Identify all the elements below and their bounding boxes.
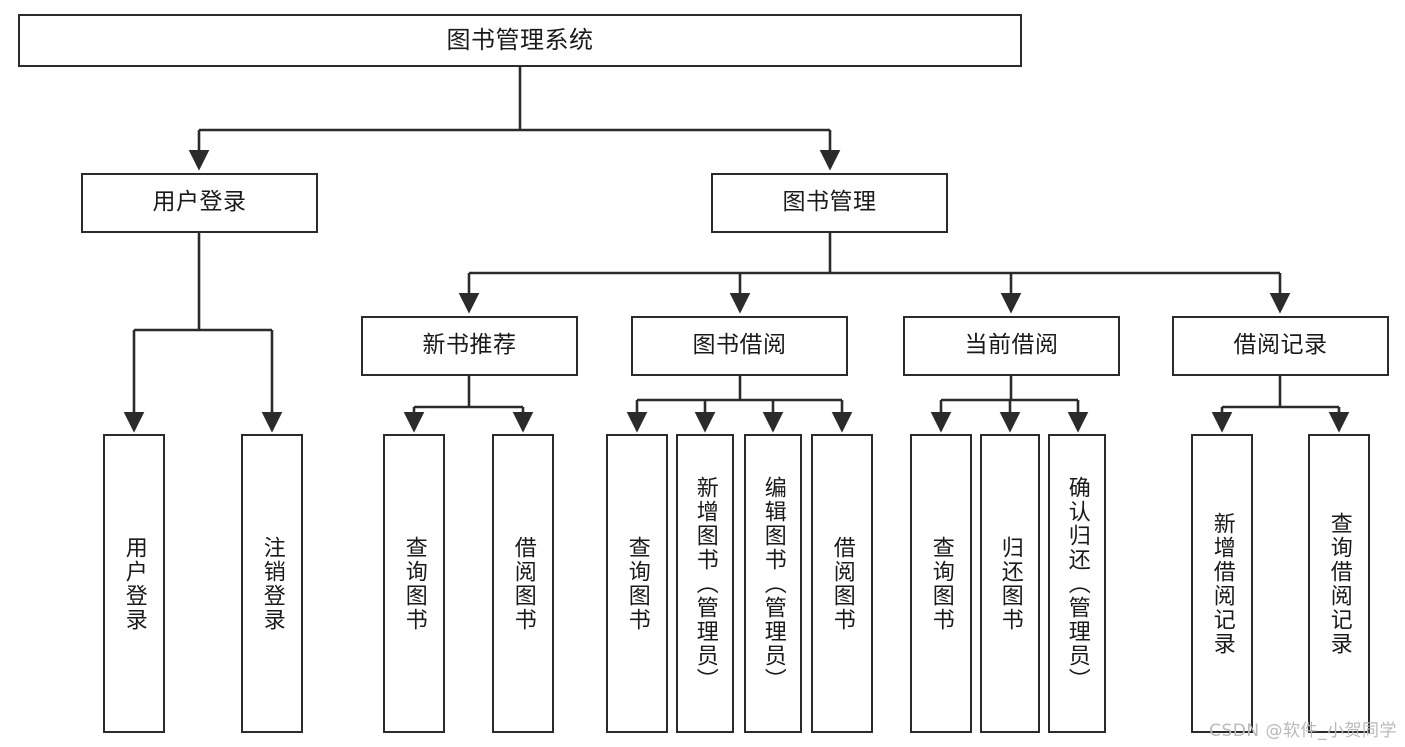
leaf-confirm-return-admin[interactable]: 确认归还（管理员） bbox=[1048, 434, 1106, 733]
node-label: 查询借阅记录 bbox=[1326, 511, 1352, 656]
node-label: 用户登录 bbox=[152, 189, 247, 216]
node-label: 图书管理 bbox=[782, 189, 877, 216]
node-label: 查询图书 bbox=[928, 535, 954, 632]
leaf-query-book-current[interactable]: 查询图书 bbox=[910, 434, 972, 733]
node-label: 借阅图书 bbox=[829, 535, 855, 632]
node-label: 借阅记录 bbox=[1233, 332, 1328, 359]
leaf-logout[interactable]: 注销登录 bbox=[241, 434, 303, 733]
node-label: 图书管理系统 bbox=[446, 26, 594, 55]
node-label: 查询图书 bbox=[624, 535, 650, 632]
leaf-add-borrow-record[interactable]: 新增借阅记录 bbox=[1191, 434, 1253, 733]
leaf-borrow-book-recommend[interactable]: 借阅图书 bbox=[492, 434, 554, 733]
leaf-return-book[interactable]: 归还图书 bbox=[980, 434, 1040, 733]
node-book-management-system[interactable]: 图书管理系统 bbox=[18, 14, 1022, 67]
node-new-book-recommend[interactable]: 新书推荐 bbox=[361, 316, 578, 376]
node-book-management[interactable]: 图书管理 bbox=[711, 173, 948, 233]
node-label: 归还图书 bbox=[997, 535, 1023, 632]
node-book-borrow[interactable]: 图书借阅 bbox=[631, 316, 848, 376]
node-label: 图书借阅 bbox=[692, 332, 787, 359]
leaf-query-borrow-record[interactable]: 查询借阅记录 bbox=[1308, 434, 1370, 733]
node-label: 用户登录 bbox=[121, 535, 147, 632]
node-label: 注销登录 bbox=[259, 535, 285, 632]
leaf-user-login[interactable]: 用户登录 bbox=[103, 434, 165, 733]
node-label: 新增图书（管理员） bbox=[692, 475, 718, 692]
leaf-borrow-book[interactable]: 借阅图书 bbox=[811, 434, 873, 733]
leaf-add-book-admin[interactable]: 新增图书（管理员） bbox=[676, 434, 734, 733]
leaf-edit-book-admin[interactable]: 编辑图书（管理员） bbox=[744, 434, 802, 733]
node-label: 编辑图书（管理员） bbox=[760, 475, 786, 692]
node-label: 新书推荐 bbox=[422, 332, 517, 359]
node-label: 当前借阅 bbox=[964, 332, 1059, 359]
leaf-query-book-recommend[interactable]: 查询图书 bbox=[383, 434, 445, 733]
csdn-watermark: CSDN @软件_小贺同学 bbox=[1209, 721, 1397, 741]
node-current-borrow[interactable]: 当前借阅 bbox=[903, 316, 1120, 376]
node-label: 借阅图书 bbox=[510, 535, 536, 632]
node-label: 查询图书 bbox=[401, 535, 427, 632]
node-user-login[interactable]: 用户登录 bbox=[81, 173, 318, 233]
leaf-query-book-borrow[interactable]: 查询图书 bbox=[606, 434, 668, 733]
node-borrow-record[interactable]: 借阅记录 bbox=[1172, 316, 1389, 376]
node-label: 新增借阅记录 bbox=[1209, 511, 1235, 656]
node-label: 确认归还（管理员） bbox=[1064, 475, 1090, 692]
